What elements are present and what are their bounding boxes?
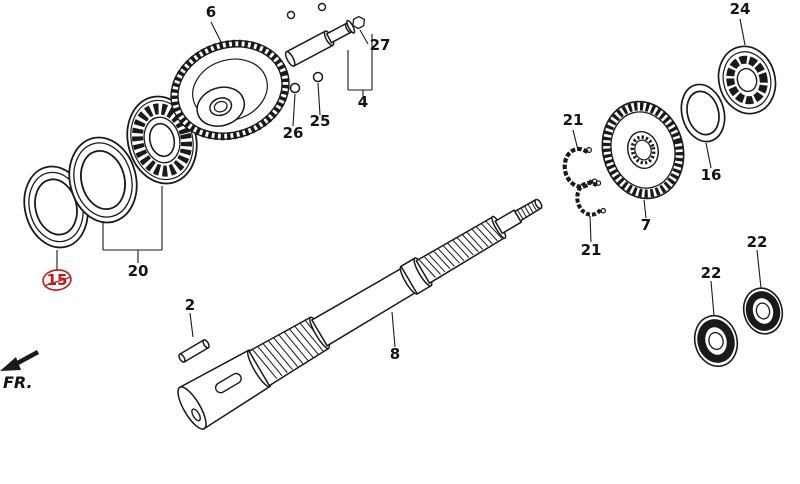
part-label-4[interactable]: 4 — [358, 93, 368, 111]
spline-hatch-lower — [252, 319, 328, 380]
part-21-snap-ring-lower-drawing — [575, 180, 607, 217]
part-24-ball-bearing-drawing — [717, 45, 777, 115]
leader-lines — [56, 18, 762, 348]
part-25-ball-top — [317, 2, 327, 12]
part-label-22-right[interactable]: 22 — [747, 233, 768, 251]
part-4-shaft-bolt-drawing — [284, 15, 366, 67]
part-label-22-left[interactable]: 22 — [701, 264, 722, 282]
bolt-hex-head — [352, 15, 366, 30]
fr-arrow-head-icon — [0, 357, 21, 371]
part-6-spur-gear-drawing — [170, 39, 290, 141]
part-7-bevel-gear-drawing — [601, 100, 685, 200]
part-label-20[interactable]: 20 — [128, 262, 149, 280]
part-2-dowel-pin-drawing — [178, 339, 210, 363]
part-label-7[interactable]: 7 — [641, 216, 651, 234]
fr-label: FR. — [3, 373, 33, 392]
part-20-race-drawing — [68, 136, 138, 224]
thread-ticks — [517, 202, 537, 220]
part-26-ball-drawing — [289, 82, 301, 94]
part-label-2[interactable]: 2 — [185, 296, 195, 314]
part-21-snap-ring-upper-drawing — [562, 146, 598, 189]
part-labels: 6 27 4 26 25 24 21 21 16 7 22 22 20 15 2… — [47, 0, 768, 363]
part-22-oil-seal-left-drawing — [693, 314, 739, 368]
part-8-output-shaft-drawing — [177, 198, 543, 430]
part-label-16[interactable]: 16 — [701, 166, 722, 184]
part-16-o-ring-drawing — [680, 83, 726, 143]
part-label-8[interactable]: 8 — [390, 345, 400, 363]
part-25-ball-drawing — [312, 71, 324, 83]
part-label-27[interactable]: 27 — [370, 36, 391, 54]
part-label-24[interactable]: 24 — [730, 0, 751, 18]
highlight-mark-part-15 — [42, 269, 72, 291]
part-label-26[interactable]: 26 — [283, 124, 304, 142]
part-label-15-highlighted[interactable]: 15 — [47, 271, 68, 289]
part-26-ball-top — [286, 10, 296, 20]
spline-hatch-upper — [419, 220, 503, 278]
part-label-21-bottom[interactable]: 21 — [581, 241, 602, 259]
part-22-oil-seal-right-drawing — [742, 287, 784, 335]
part-label-21-top[interactable]: 21 — [563, 111, 584, 129]
part-label-6[interactable]: 6 — [206, 3, 216, 21]
part-label-25[interactable]: 25 — [310, 112, 331, 130]
fr-direction-marker: FR. — [0, 350, 40, 392]
